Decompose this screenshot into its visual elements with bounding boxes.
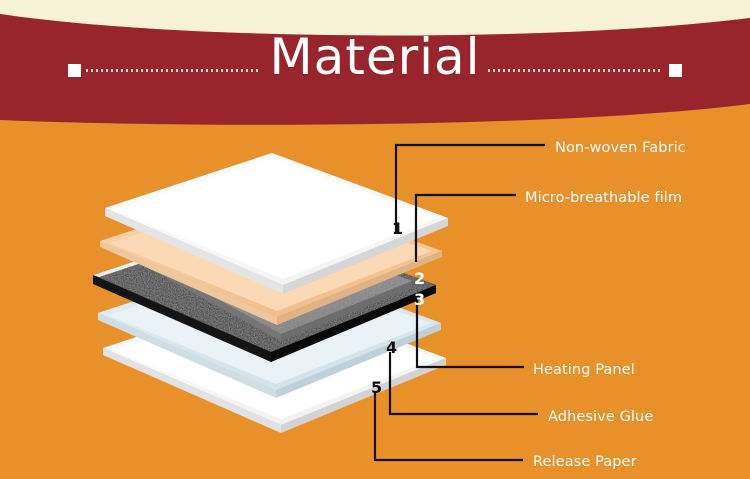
layer-number-5: 5 — [371, 378, 383, 397]
callout-label-adhesive-glue: Adhesive Glue — [548, 409, 654, 425]
header-dotted-rule-left — [86, 69, 261, 72]
callout-label-non-woven-fabric: Non-woven Fabric — [555, 140, 686, 156]
callout-leader-lines — [373, 143, 545, 462]
layer-number-2: 2 — [414, 269, 426, 288]
header-square-left — [68, 64, 81, 77]
layer-non-woven-fabric — [105, 153, 448, 294]
top-cream-strip — [0, 0, 750, 36]
leader-line-2 — [414, 193, 516, 262]
leader-line-3 — [415, 300, 524, 369]
leader-line-4 — [388, 352, 538, 416]
page-title: Material — [269, 28, 481, 86]
layer-number-3: 3 — [414, 290, 426, 309]
header-square-right — [669, 64, 682, 77]
leader-line-5 — [373, 392, 523, 462]
callout-label-micro-breathable-film: Micro-breathable film — [525, 190, 683, 206]
leader-line-1 — [394, 143, 545, 234]
header-dotted-rule-right — [488, 69, 663, 72]
callout-label-heating-panel: Heating Panel — [533, 362, 635, 378]
header-banner — [0, 14, 750, 125]
layer-number-1: 1 — [392, 219, 404, 238]
callout-label-release-paper: Release Paper — [533, 454, 637, 470]
layer-number-4: 4 — [386, 338, 398, 357]
